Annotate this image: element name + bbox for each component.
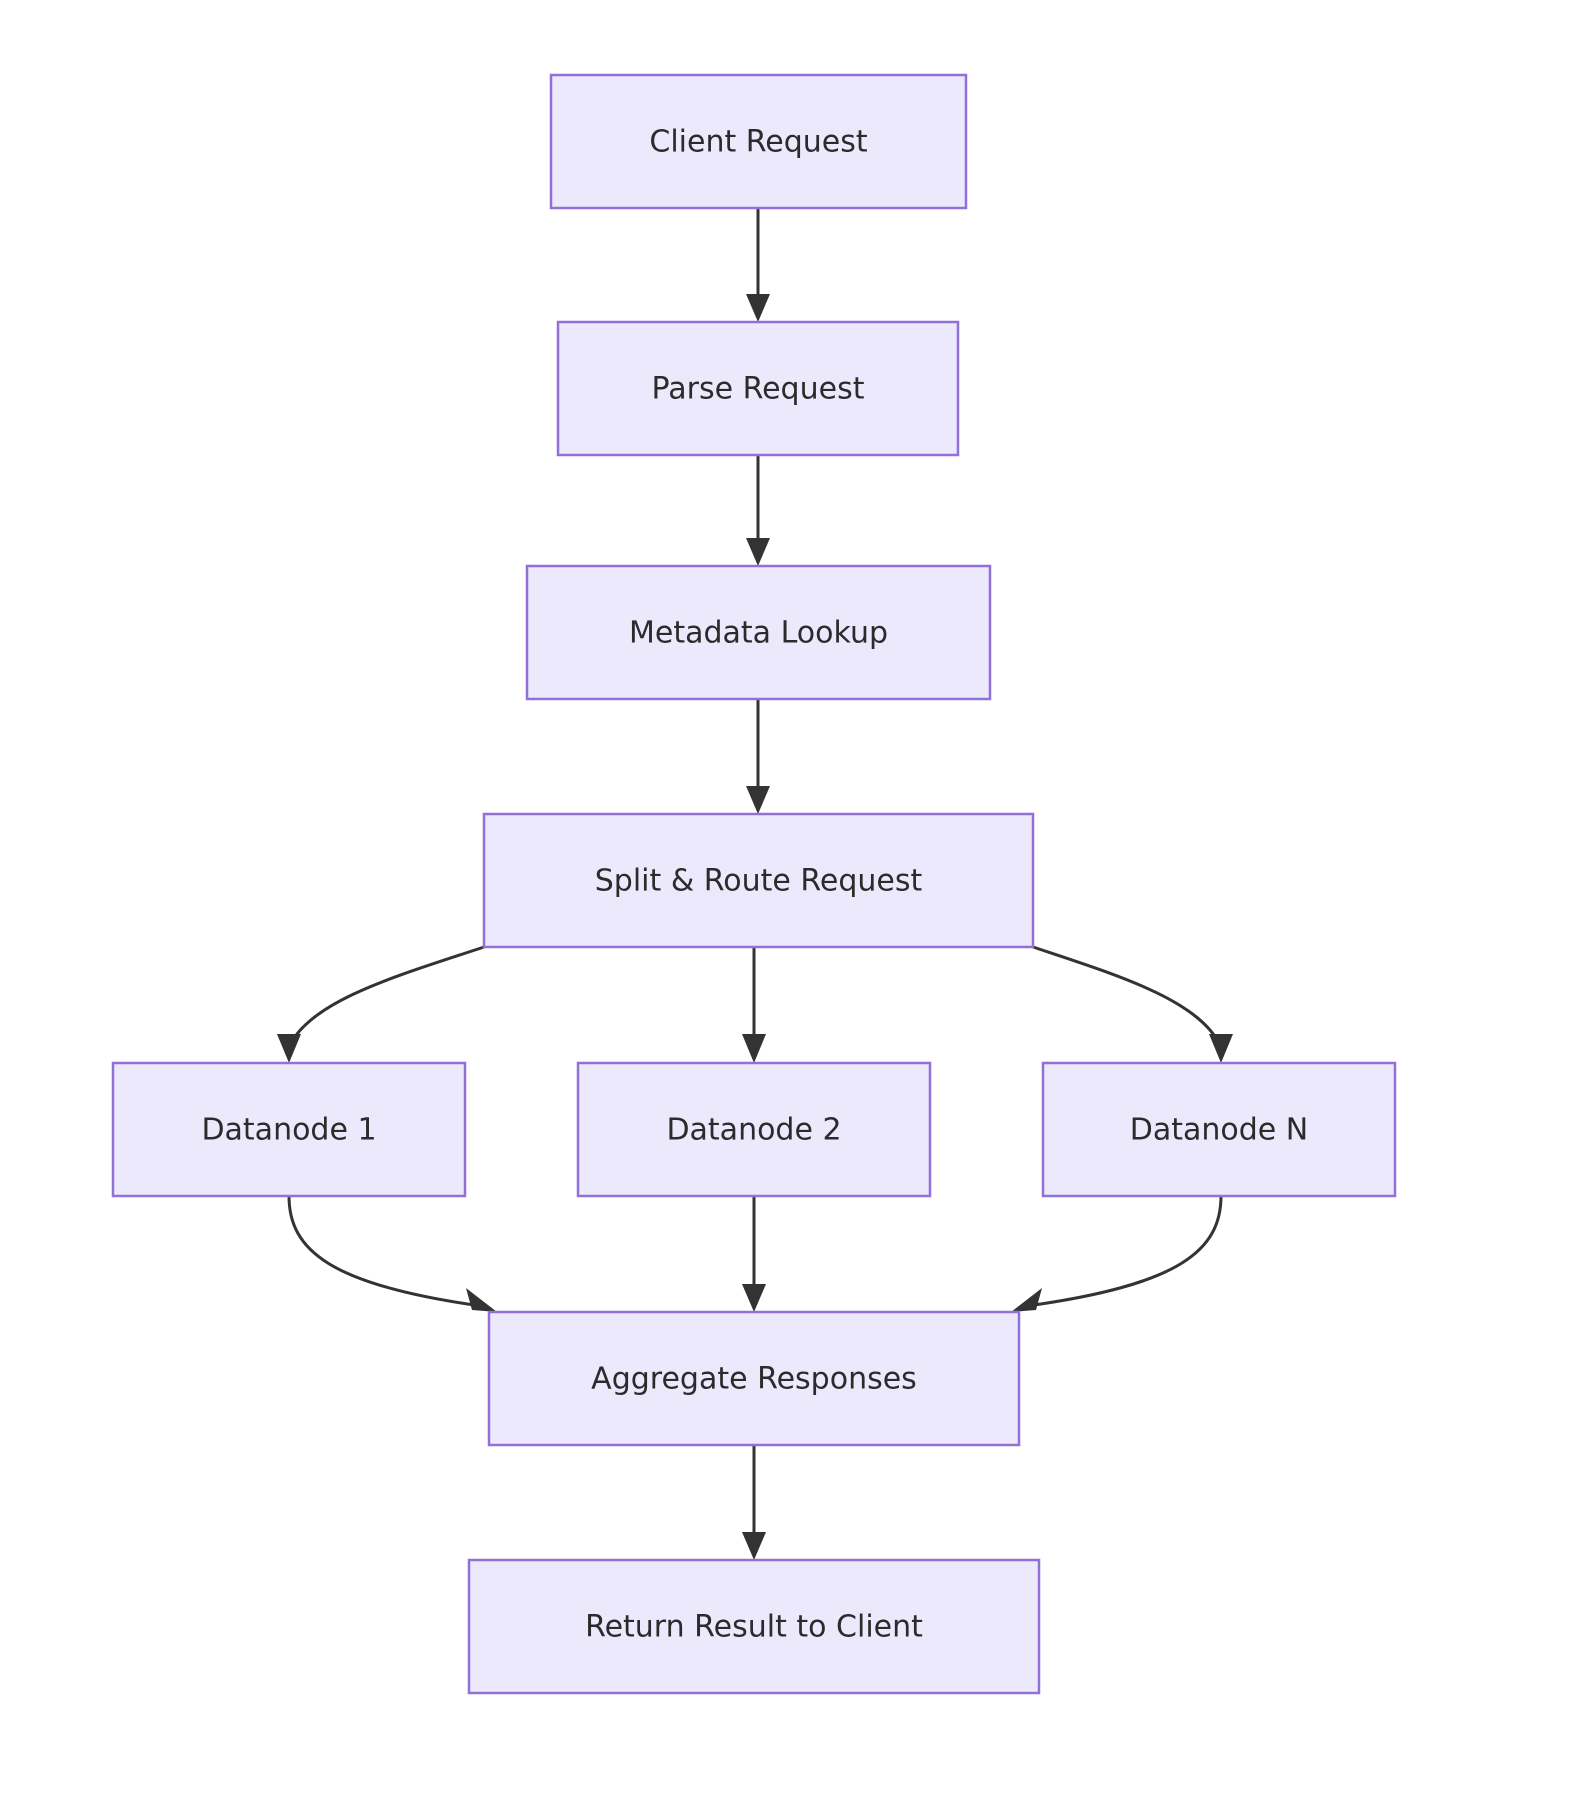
node-label: Return Result to Client [585, 1610, 923, 1645]
arrowhead-icon [1011, 1288, 1042, 1312]
edge-curve [1026, 1195, 1223, 1308]
node-aggregate-responses[interactable]: Aggregate Responses [487, 1310, 1021, 1447]
edge-curve [1032, 945, 1223, 1048]
node-datanode-2[interactable]: Datanode 2 [576, 1061, 932, 1198]
node-datanode-n[interactable]: Datanode N [1041, 1061, 1397, 1198]
node-client-request[interactable]: Client Request [549, 73, 968, 210]
node-label: Datanode 1 [201, 1113, 376, 1148]
node-layer: Client Request Parse Request Metadata Lo… [111, 73, 1397, 1695]
edge-metadata-lookup-to-split-route [746, 699, 770, 814]
node-label: Datanode 2 [666, 1113, 841, 1148]
node-label: Metadata Lookup [629, 616, 888, 651]
node-box[interactable] [482, 812, 1035, 949]
arrowhead-icon [746, 294, 770, 322]
arrowhead-icon [466, 1288, 497, 1312]
node-box[interactable] [556, 320, 960, 457]
node-label: Parse Request [652, 372, 865, 407]
arrowhead-icon [746, 538, 770, 566]
arrowhead-icon [746, 786, 770, 814]
edge-client-request-to-parse-request [746, 208, 770, 322]
edge-datanode-2-to-aggregate [742, 1196, 766, 1312]
edge-curve [287, 945, 485, 1048]
edge-parse-request-to-metadata-lookup [746, 455, 770, 566]
edge-layer [277, 208, 1233, 1560]
edge-curve [287, 1195, 482, 1308]
node-box[interactable] [467, 1558, 1041, 1695]
edge-split-route-to-datanode-n [1032, 945, 1233, 1063]
edge-datanode-n-to-aggregate [1011, 1195, 1223, 1312]
node-label: Aggregate Responses [591, 1362, 917, 1397]
node-metadata-lookup[interactable]: Metadata Lookup [525, 564, 992, 701]
node-label: Client Request [649, 125, 867, 160]
arrowhead-icon [742, 1034, 766, 1063]
edge-datanode-1-to-aggregate [287, 1195, 497, 1312]
node-box[interactable] [111, 1061, 467, 1198]
node-return-result-to-client[interactable]: Return Result to Client [467, 1558, 1041, 1695]
edge-split-route-to-datanode-1 [277, 945, 485, 1063]
arrowhead-icon [1209, 1034, 1233, 1063]
arrowhead-icon [277, 1034, 301, 1063]
arrowhead-icon [742, 1284, 766, 1312]
node-split-route-request[interactable]: Split & Route Request [482, 812, 1035, 949]
node-box[interactable] [576, 1061, 932, 1198]
node-box[interactable] [1041, 1061, 1397, 1198]
node-datanode-1[interactable]: Datanode 1 [111, 1061, 467, 1198]
node-parse-request[interactable]: Parse Request [556, 320, 960, 457]
node-label: Datanode N [1130, 1113, 1308, 1148]
node-box[interactable] [549, 73, 968, 210]
node-box[interactable] [487, 1310, 1021, 1447]
edge-aggregate-to-return-result [742, 1445, 766, 1560]
node-box[interactable] [525, 564, 992, 701]
node-label: Split & Route Request [595, 864, 923, 899]
arrowhead-icon [742, 1532, 766, 1560]
edge-split-route-to-datanode-2 [742, 947, 766, 1063]
